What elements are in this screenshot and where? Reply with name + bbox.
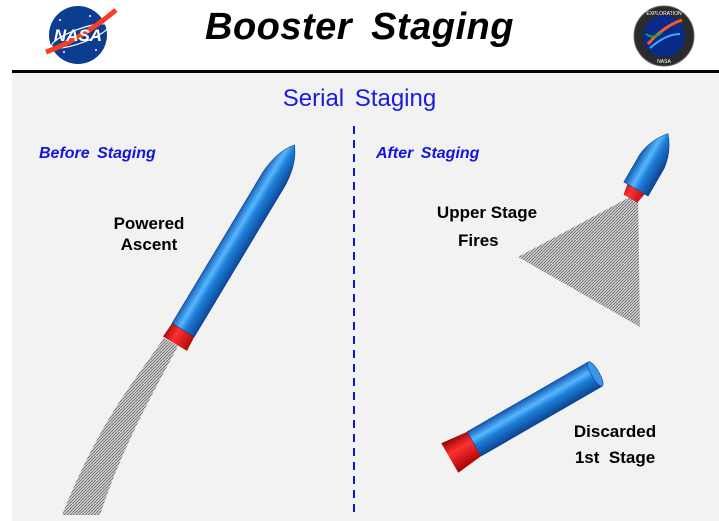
header-divider [12,70,719,73]
ascent-exhaust-plume [62,338,178,515]
powered-ascent-label: Powered Ascent [94,213,204,255]
upper-stage-rocket [623,133,670,203]
rocket-nozzle [162,323,195,351]
nasa-meatball-logo: NASA [40,4,118,66]
upper-stage-fires-label-line1: Upper Stage [436,203,538,222]
rocket-body [171,144,296,338]
after-staging-heading: After Staging [376,145,480,162]
before-staging-heading: Before Staging [39,145,156,162]
exploration-logo: EXPLORATION NASA [632,4,696,68]
first-stage-top [587,361,604,387]
discarded-first-stage-label: Discarded 1st Stage [555,419,675,471]
exploration-logo-nasa-text: NASA [657,59,671,65]
exploration-seal-icon: EXPLORATION NASA [633,5,695,67]
powered-ascent-label-line1: Powered [113,214,185,233]
upper-stage-nozzle [623,184,645,203]
nasa-meatball-icon: NASA [45,6,118,64]
upper-stage-body [623,133,670,197]
discarded-first-stage [441,361,604,473]
first-stage-nozzle [441,431,482,473]
page-title: Booster Staging [205,6,514,48]
full-rocket [162,144,296,351]
nasa-logo-text: NASA [54,26,102,45]
diagram-subtitle: Serial Staging [282,85,437,112]
discarded-label-line1: Discarded [573,422,657,441]
header [0,0,719,72]
exploration-logo-text: EXPLORATION [646,11,682,17]
upper-stage-fires-label-line2: Fires [458,231,499,250]
powered-ascent-label-line2: Ascent [120,235,178,254]
upper-stage-fires-label: Upper Stage Fires [422,199,552,255]
upper-stage-exhaust-plume [518,192,640,327]
discarded-label-line2: 1st Stage [574,448,656,467]
